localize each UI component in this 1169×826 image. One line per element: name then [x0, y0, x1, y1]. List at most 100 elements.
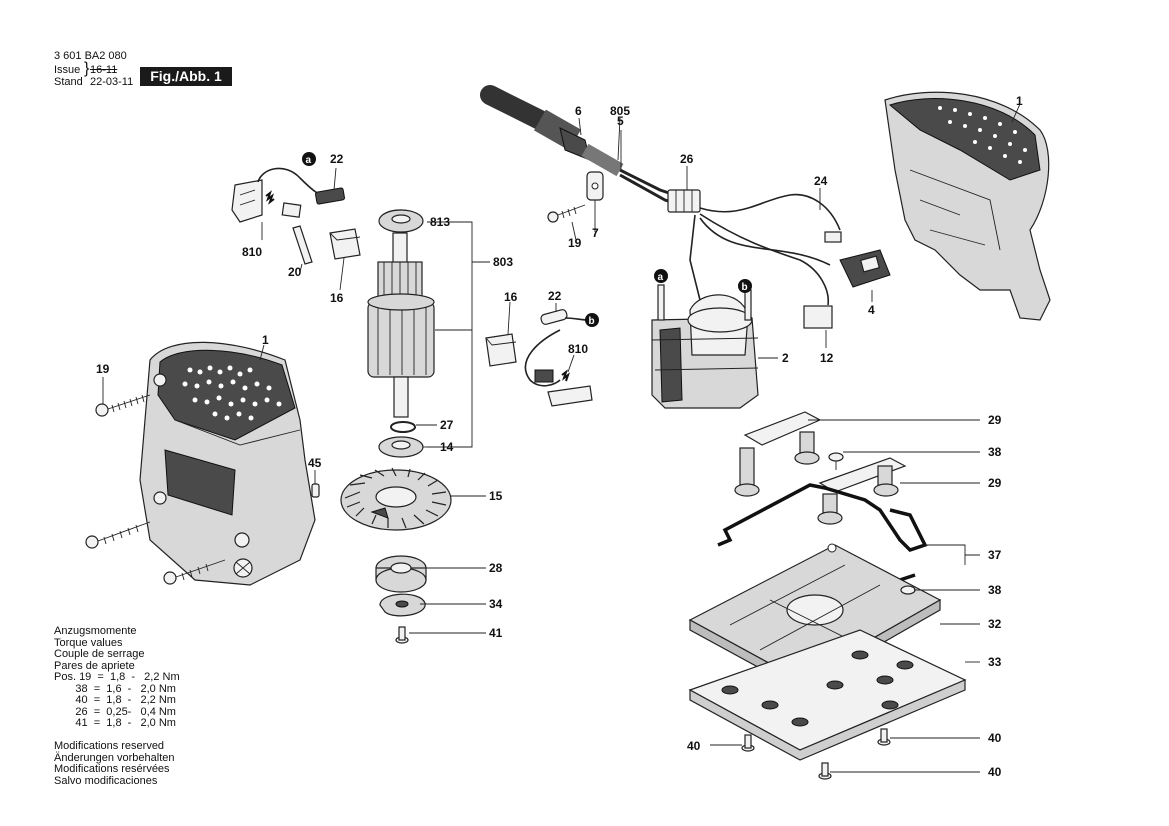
- leader-lines: [102, 103, 1021, 773]
- screw-40-c: [818, 762, 832, 780]
- callout-45: 45: [308, 456, 322, 470]
- callout-24: 24: [814, 174, 828, 188]
- callout-813: 813: [430, 215, 450, 229]
- torque-row: 41 = 1,8 - 2,0 Nm: [54, 717, 176, 729]
- torque-title-fr: Couple de serrage: [54, 648, 145, 660]
- marker-b-right: b: [738, 279, 752, 293]
- pad-support-29-lower: [817, 457, 907, 525]
- eccentric-34: [379, 593, 426, 617]
- fan-15: [340, 467, 452, 531]
- callout-6: 6: [575, 104, 582, 118]
- screw-38-top: [828, 452, 844, 470]
- callout-29-top: 29: [988, 413, 1002, 427]
- torque-row: 40 = 1,8 - 2,2 Nm: [54, 694, 176, 706]
- callout-38-top: 38: [988, 445, 1002, 459]
- sanding-pad-33: [688, 629, 967, 761]
- callout-40-right-2: 40: [988, 765, 1002, 779]
- part-number: 3 601 BA2 080: [54, 50, 127, 62]
- torque-row: 38 = 1,6 - 2,0 Nm: [54, 682, 176, 695]
- callout-22-left: 22: [330, 152, 344, 166]
- stand-label: Stand: [54, 76, 83, 88]
- screw-38-bottom: [900, 585, 916, 595]
- torque-title-es: Pares de apriete: [54, 659, 135, 672]
- callout-15: 15: [489, 489, 503, 503]
- modifications-notes: Modifications reserved Änderungen vorbeh…: [54, 740, 175, 787]
- callout-37: 37: [988, 548, 1002, 562]
- callout-26: 26: [680, 152, 694, 166]
- marker-b-mid: b: [585, 313, 599, 327]
- callout-32: 32: [988, 617, 1002, 631]
- svg-text:b: b: [589, 316, 595, 327]
- svg-text:b: b: [742, 282, 748, 293]
- callout-7: 7: [592, 226, 599, 240]
- callout-34: 34: [489, 597, 503, 611]
- callout-19-left: 19: [96, 362, 110, 376]
- callout-40-left: 40: [687, 739, 701, 753]
- callout-41: 41: [489, 626, 503, 640]
- torque-row: 26 = 0,25- 0,4 Nm: [54, 705, 176, 718]
- torque-title-en: Torque values: [54, 636, 123, 649]
- callout-16-left: 16: [330, 291, 344, 305]
- screw-41: [395, 626, 409, 644]
- callout-12: 12: [820, 351, 834, 365]
- callout-1-top: 1: [1016, 94, 1023, 108]
- modifications-line: Modifications reserved: [54, 740, 165, 752]
- callout-805: 805: [610, 104, 630, 118]
- modifications-line: Modifications resérvées: [54, 763, 170, 775]
- modifications-line: Salvo modificaciones: [54, 774, 158, 787]
- brush-holder-mid: [485, 309, 593, 407]
- callout-40-right-1: 40: [988, 731, 1002, 745]
- callout-28: 28: [489, 561, 503, 575]
- svg-text:a: a: [306, 155, 312, 166]
- issue-label: Issue: [54, 64, 81, 76]
- callout-38-bottom: 38: [988, 583, 1002, 597]
- circlip-27: [390, 421, 416, 433]
- housing-right-half: [884, 91, 1051, 321]
- torque-title-de: Anzugsmomente: [54, 625, 137, 637]
- cable-clamp-7: [586, 171, 604, 201]
- screw-left-lower: [85, 521, 151, 549]
- callout-810-mid: 810: [568, 342, 588, 356]
- callout-29-bottom: 29: [988, 476, 1002, 490]
- pin-45: [311, 483, 320, 498]
- pad-support-29-upper: [734, 411, 822, 497]
- screw-19-left: [95, 394, 151, 417]
- armature-803: [367, 209, 435, 418]
- modifications-line: Änderungen vorbehalten: [54, 751, 175, 764]
- marker-a-left: a: [302, 152, 316, 166]
- callout-19-mid: 19: [568, 236, 582, 250]
- issue-value: 16-11: [90, 64, 118, 76]
- screw-40-b: [877, 728, 891, 746]
- torque-notes: Anzugsmomente Torque values Couple de se…: [54, 625, 180, 730]
- screw-40-a: [741, 734, 755, 752]
- stator-2: [651, 284, 759, 409]
- callout-5: 5: [617, 114, 624, 128]
- callout-27: 27: [440, 418, 454, 432]
- figure-label: Fig./Abb. 1: [140, 67, 232, 86]
- bearing-813: [378, 209, 424, 233]
- marker-a-right: a: [654, 269, 668, 283]
- callout-2: 2: [782, 351, 789, 365]
- callout-810-left: 810: [242, 245, 262, 259]
- screw-19-mid: [547, 204, 586, 223]
- callout-22-mid: 22: [548, 289, 562, 303]
- bracket-glyph: }: [84, 60, 90, 77]
- terminal-26: [667, 189, 701, 213]
- switch-4: [824, 231, 891, 288]
- callout-16-mid: 16: [504, 290, 518, 304]
- callout-803: 803: [493, 255, 513, 269]
- bearing-28: [375, 555, 427, 593]
- callout-20: 20: [288, 265, 302, 279]
- screw-left-bottom: [163, 559, 226, 585]
- bearing-14: [378, 436, 424, 458]
- callout-1-left: 1: [262, 333, 269, 347]
- connector-12: [803, 305, 833, 329]
- stand-value: 22-03-11: [90, 76, 134, 88]
- callout-14: 14: [440, 440, 454, 454]
- callout-4: 4: [868, 303, 875, 317]
- svg-text:a: a: [658, 272, 664, 283]
- torque-row: Pos. 19 = 1,8 - 2,2 Nm: [54, 671, 180, 683]
- callout-33: 33: [988, 655, 1002, 669]
- housing-left-half: [139, 341, 316, 586]
